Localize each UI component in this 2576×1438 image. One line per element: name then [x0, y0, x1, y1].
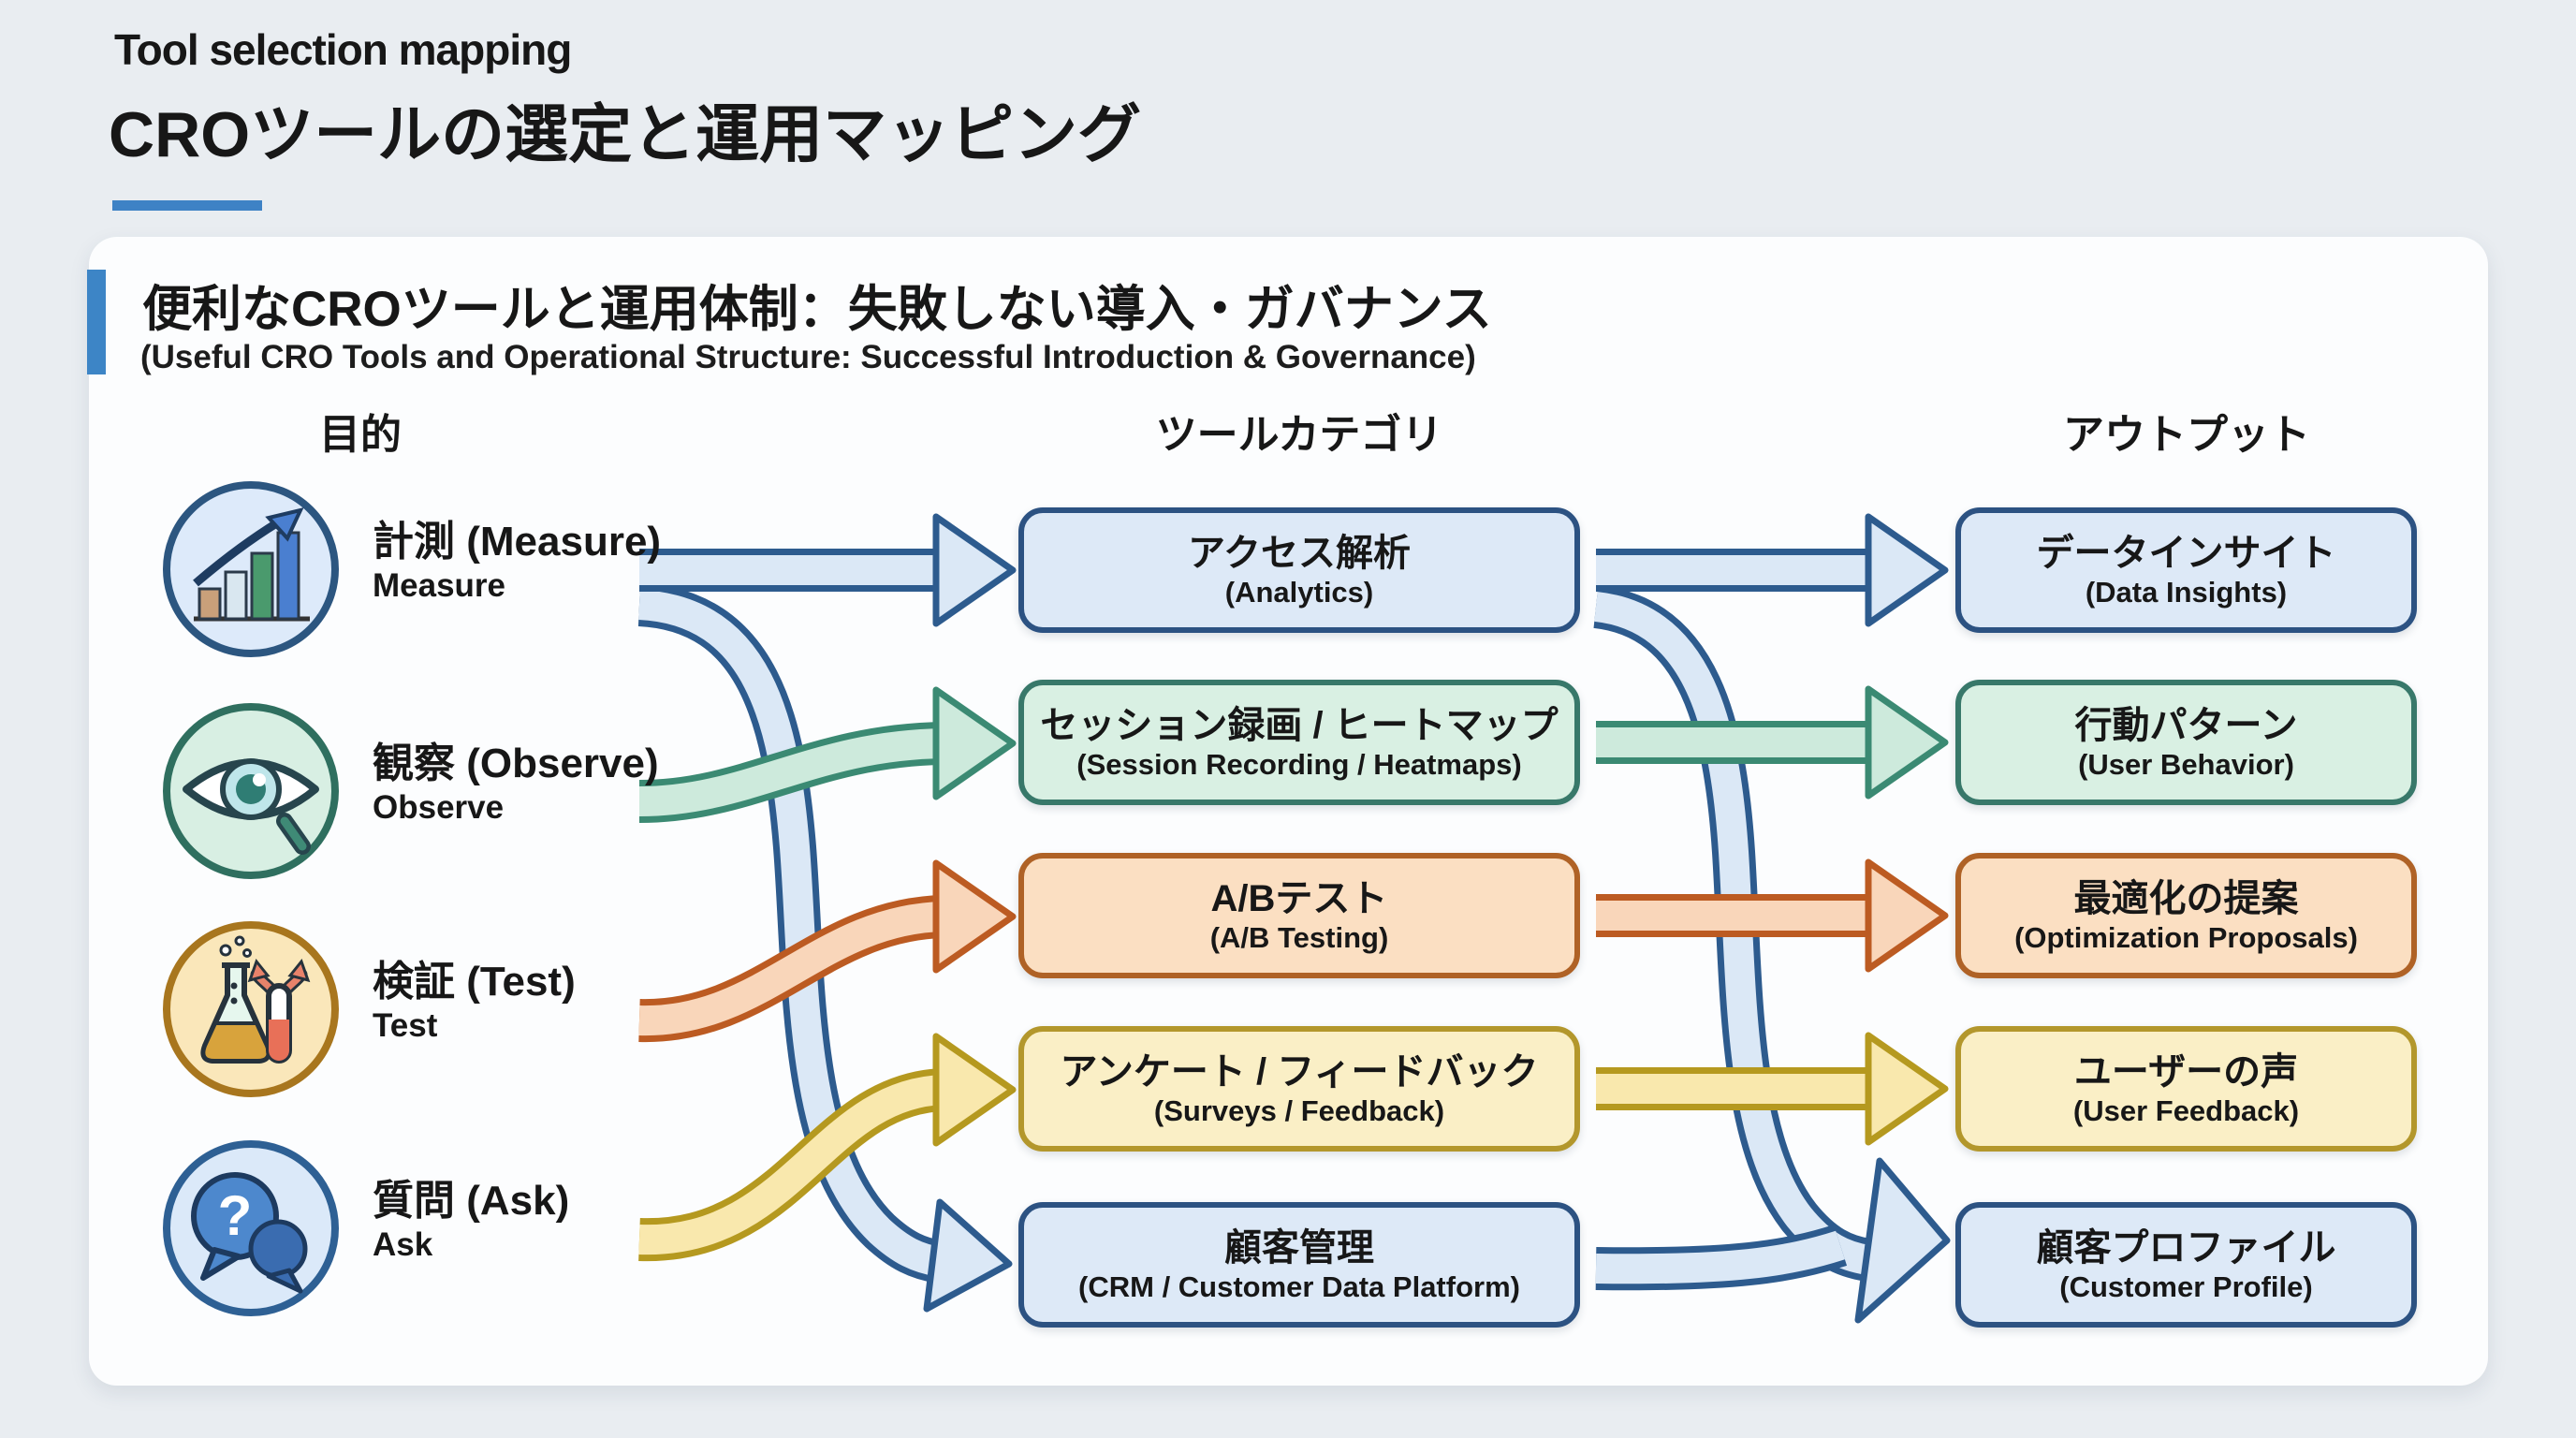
- purpose-sublabel: Observe: [373, 789, 505, 826]
- heading-accent-bar: [87, 270, 106, 374]
- page-supertitle: Tool selection mapping: [114, 25, 572, 74]
- column-header-tools: ツールカテゴリ: [1155, 412, 1443, 458]
- purpose-row-measure: 計測 (Measure) Measure: [373, 519, 990, 607]
- bar-chart-growth-icon: [160, 478, 342, 660]
- output-box-user-behavior: 行動パターン (User Behavior): [1955, 680, 2417, 805]
- box-title: データインサイト: [2036, 532, 2336, 574]
- purpose-row-observe: 観察 (Observe) Observe: [373, 741, 990, 829]
- box-subtitle: (User Behavior): [2078, 747, 2294, 781]
- flask-test-icon: [160, 918, 342, 1100]
- purpose-sublabel: Test: [373, 1007, 438, 1044]
- purpose-sublabel: Measure: [373, 567, 506, 604]
- purpose-row-test: 検証 (Test) Test: [373, 959, 990, 1047]
- box-subtitle: (User Feedback): [2072, 1093, 2300, 1127]
- column-header-purpose: 目的: [319, 412, 402, 458]
- title-underline: [112, 200, 262, 211]
- tool-box-analytics: アクセス解析 (Analytics): [1018, 507, 1580, 633]
- purpose-label: 質問 (Ask): [373, 1178, 570, 1224]
- box-title: ユーザーの声: [2073, 1050, 2299, 1093]
- box-subtitle: (Data Insights): [2085, 575, 2288, 609]
- box-title: 顧客管理: [1224, 1226, 1374, 1269]
- tool-box-session-recording: セッション録画 / ヒートマップ (Session Recording / He…: [1018, 680, 1580, 805]
- eye-magnifier-icon: [160, 700, 342, 882]
- box-title: 顧客プロファイル: [2036, 1226, 2336, 1269]
- box-subtitle: (CRM / Customer Data Platform): [1078, 1269, 1520, 1303]
- box-subtitle: (A/B Testing): [1209, 920, 1389, 954]
- box-subtitle: (Session Recording / Heatmaps): [1076, 747, 1522, 781]
- box-title: 行動パターン: [2074, 704, 2298, 746]
- page-title: CROツールの選定と運用マッピング: [109, 99, 1142, 170]
- purpose-row-ask: 質問 (Ask) Ask: [373, 1178, 990, 1266]
- output-box-optimization: 最適化の提案 (Optimization Proposals): [1955, 853, 2417, 978]
- box-title: セッション録画 / ヒートマップ: [1040, 704, 1559, 746]
- box-subtitle: (Surveys / Feedback): [1153, 1093, 1445, 1127]
- content-card: [89, 237, 2488, 1386]
- purpose-label: 計測 (Measure): [373, 519, 662, 565]
- box-title: アクセス解析: [1188, 532, 1411, 574]
- box-subtitle: (Customer Profile): [2059, 1269, 2313, 1303]
- box-title: A/Bテスト: [1210, 877, 1388, 919]
- box-title: アンケート / フィードバック: [1060, 1050, 1539, 1093]
- svg-text:?: ?: [218, 1184, 253, 1247]
- card-heading: 便利なCROツールと運用体制：失敗しない導入・ガバナンス: [142, 282, 1492, 337]
- output-box-user-feedback: ユーザーの声 (User Feedback): [1955, 1026, 2417, 1152]
- box-subtitle: (Optimization Proposals): [2014, 920, 2358, 954]
- question-bubbles-icon: ?: [160, 1137, 342, 1319]
- purpose-label: 観察 (Observe): [373, 741, 659, 786]
- tool-box-ab-testing: A/Bテスト (A/B Testing): [1018, 853, 1580, 978]
- column-header-output: アウトプット: [2063, 412, 2310, 458]
- box-subtitle: (Analytics): [1224, 575, 1374, 609]
- output-box-data-insights: データインサイト (Data Insights): [1955, 507, 2417, 633]
- purpose-sublabel: Ask: [373, 1226, 433, 1263]
- tool-box-crm: 顧客管理 (CRM / Customer Data Platform): [1018, 1202, 1580, 1328]
- box-title: 最適化の提案: [2073, 877, 2299, 919]
- output-box-customer-profile: 顧客プロファイル (Customer Profile): [1955, 1202, 2417, 1328]
- purpose-label: 検証 (Test): [373, 959, 576, 1005]
- tool-box-surveys: アンケート / フィードバック (Surveys / Feedback): [1018, 1026, 1580, 1152]
- card-subheading: (Useful CRO Tools and Operational Struct…: [140, 339, 1476, 375]
